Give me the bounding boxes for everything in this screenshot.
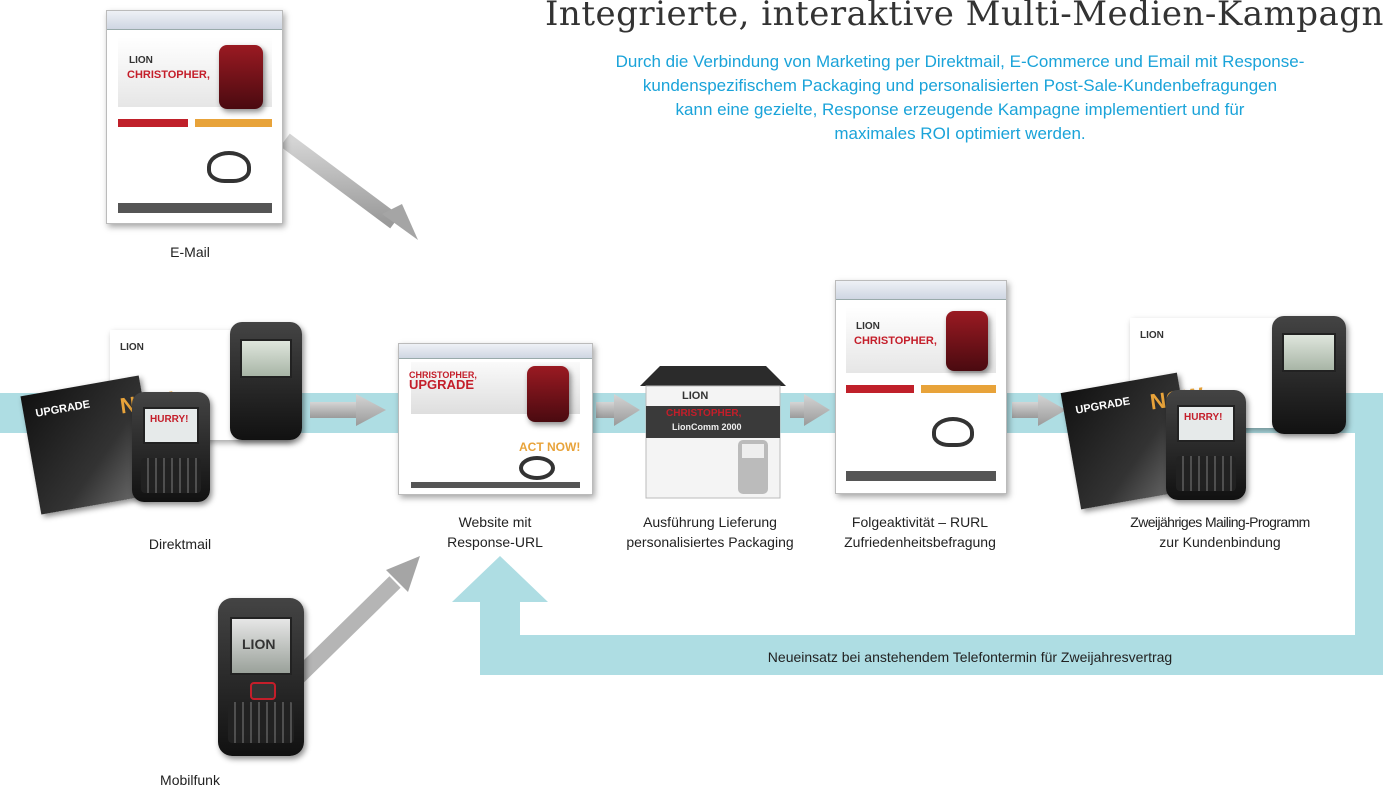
website-caption-line: Response-URL	[447, 534, 543, 550]
phone-keyboard	[228, 702, 294, 744]
phone-hurry-text: HURRY!	[1184, 412, 1223, 423]
phone-brand: LION	[242, 636, 276, 652]
subtitle-line: maximales ROI optimiert werden.	[834, 124, 1086, 143]
lieferung-caption-line: personalisiertes Packaging	[626, 534, 794, 550]
packaging-name: CHRISTOPHER,	[666, 408, 742, 419]
flow-arrow-direktmail-website	[310, 394, 386, 426]
loop-band-up	[480, 600, 520, 675]
brand-logo: LION	[1140, 330, 1164, 341]
browser-toolbar	[836, 281, 1006, 300]
phone-image	[946, 311, 988, 371]
mailing-caption-line: Zweijähriges Mailing-Programm	[1130, 514, 1310, 530]
packaging-product: LionComm 2000	[672, 422, 742, 432]
mobilfunk-phone: LION	[218, 598, 304, 756]
website-upgrade: UPGRADE	[409, 377, 475, 392]
subtitle: Durch die Verbindung von Marketing per D…	[520, 50, 1383, 146]
headset-image	[207, 151, 251, 183]
flow-arrow-website-lieferung	[596, 394, 640, 426]
act-now-badge: ACT NOW!	[519, 440, 581, 454]
section-bar-gold	[194, 119, 272, 127]
phone-hurry-text: HURRY!	[150, 414, 189, 425]
phone-keyboard	[141, 458, 201, 494]
subtitle-line: kann eine gezielte, Response erzeugende …	[675, 100, 1245, 119]
phone-image	[219, 45, 263, 109]
subtitle-line: Durch die Verbindung von Marketing per D…	[615, 52, 1305, 71]
flow-arrow-folge-mailing	[1012, 394, 1066, 426]
website-name: CHRISTOPHER,	[409, 370, 477, 380]
brochure-upgrade: UPGRADE	[1074, 395, 1131, 417]
website-caption-line: Website mit	[458, 514, 532, 530]
phone-screen	[1177, 405, 1235, 443]
section-bar-red	[117, 119, 188, 127]
website-headline: CHRISTOPHER, UPGRADE	[409, 370, 477, 391]
phone-nav-key	[250, 682, 276, 700]
website-caption: Website mit Response-URL	[420, 512, 570, 552]
section-bar-red	[846, 385, 915, 393]
mailing-phone-front: HURRY!	[1166, 390, 1246, 500]
folge-caption-line: Folgeaktivität – RURL	[851, 514, 989, 530]
brochure-text: UPGRADE	[1075, 395, 1131, 416]
section-bar-gold	[921, 385, 996, 393]
brand-logo: LION	[856, 321, 880, 332]
loop-band-bottom	[480, 635, 1383, 675]
phone-screen	[240, 338, 292, 378]
flow-arrow-lieferung-folge	[790, 394, 830, 426]
headset-image	[932, 417, 974, 447]
phone-screen	[230, 616, 292, 675]
lieferung-caption: Ausführung Lieferung personalisiertes Pa…	[620, 512, 800, 552]
website-footer	[410, 482, 581, 488]
folge-caption-line: Zufriedenheitsbefragung	[844, 534, 996, 550]
mailing-caption: Zweijähriges Mailing-Programm zur Kunden…	[1105, 512, 1335, 552]
browser-toolbar	[107, 11, 282, 30]
direktmail-caption: Direktmail	[148, 536, 212, 552]
browser-toolbar	[399, 344, 592, 359]
phone-keyboard	[1175, 456, 1237, 492]
brochure-text: UPGRADE	[35, 399, 91, 420]
direktmail-phone-front: HURRY!	[132, 392, 210, 502]
direktmail-phone-back	[230, 322, 302, 440]
website-thumbnail: CHRISTOPHER, UPGRADE ACT NOW!	[398, 343, 593, 495]
folge-caption: Folgeaktivität – RURL Zufriedenheitsbefr…	[830, 512, 1010, 552]
page-title: Integrierte, interaktive Multi-Medien-Ka…	[545, 0, 1383, 34]
packaging-brand: LION	[682, 390, 709, 402]
email-caption: E-Mail	[170, 244, 210, 260]
flow-arrow-email-website	[280, 133, 418, 240]
lieferung-caption-line: Ausführung Lieferung	[643, 514, 777, 530]
brochure-upgrade: UPGRADE	[34, 398, 92, 421]
loop-label: Neueinsatz bei anstehendem Telefontermin…	[767, 649, 1173, 665]
subtitle-line: kundenspezifischem Packaging und persona…	[642, 76, 1278, 95]
brand-logo: LION	[120, 342, 144, 353]
folge-footer	[846, 471, 996, 481]
flow-arrow-mobil-website	[289, 556, 420, 686]
loop-band-right	[1355, 393, 1383, 675]
packaging-box	[640, 366, 786, 499]
headset-image	[519, 456, 555, 480]
email-headline: CHRISTOPHER,	[127, 69, 210, 81]
brand-logo: LION	[129, 55, 153, 66]
phone-screen	[142, 407, 200, 445]
mobilfunk-caption: Mobilfunk	[160, 772, 220, 788]
folge-thumbnail: LION CHRISTOPHER,	[835, 280, 1007, 494]
phone-screen	[1282, 332, 1336, 372]
folge-headline: CHRISTOPHER,	[854, 335, 937, 347]
website-phone	[527, 366, 569, 422]
email-footer	[117, 203, 272, 213]
loop-up-arrowhead	[452, 556, 548, 602]
email-thumbnail: LION CHRISTOPHER,	[106, 10, 283, 224]
mailing-caption-line: zur Kundenbindung	[1159, 534, 1281, 550]
mailing-phone-back	[1272, 316, 1346, 434]
